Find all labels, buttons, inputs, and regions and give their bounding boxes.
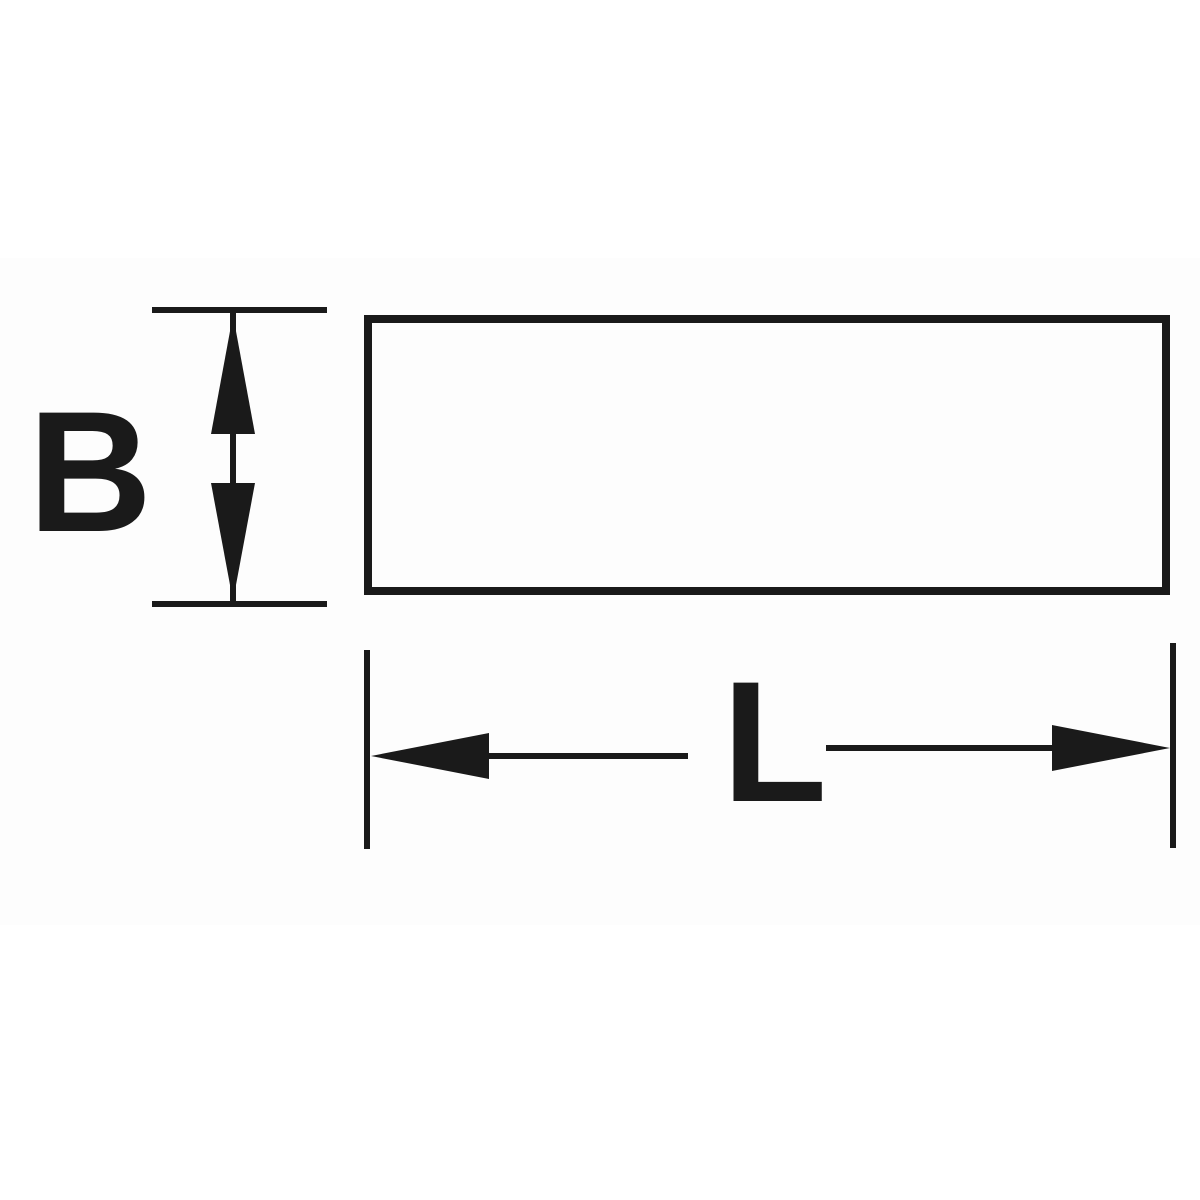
length-dimension-label: L xyxy=(722,646,828,838)
length-arrow-left-icon xyxy=(371,733,489,779)
width-arrow-down-icon xyxy=(211,483,255,601)
length-arrow-right-icon xyxy=(1052,725,1170,771)
length-dimension xyxy=(364,643,1176,849)
width-arrow-up-icon xyxy=(211,315,255,434)
width-dimension-label: B xyxy=(28,376,153,568)
part-outline-rectangle xyxy=(364,315,1170,595)
